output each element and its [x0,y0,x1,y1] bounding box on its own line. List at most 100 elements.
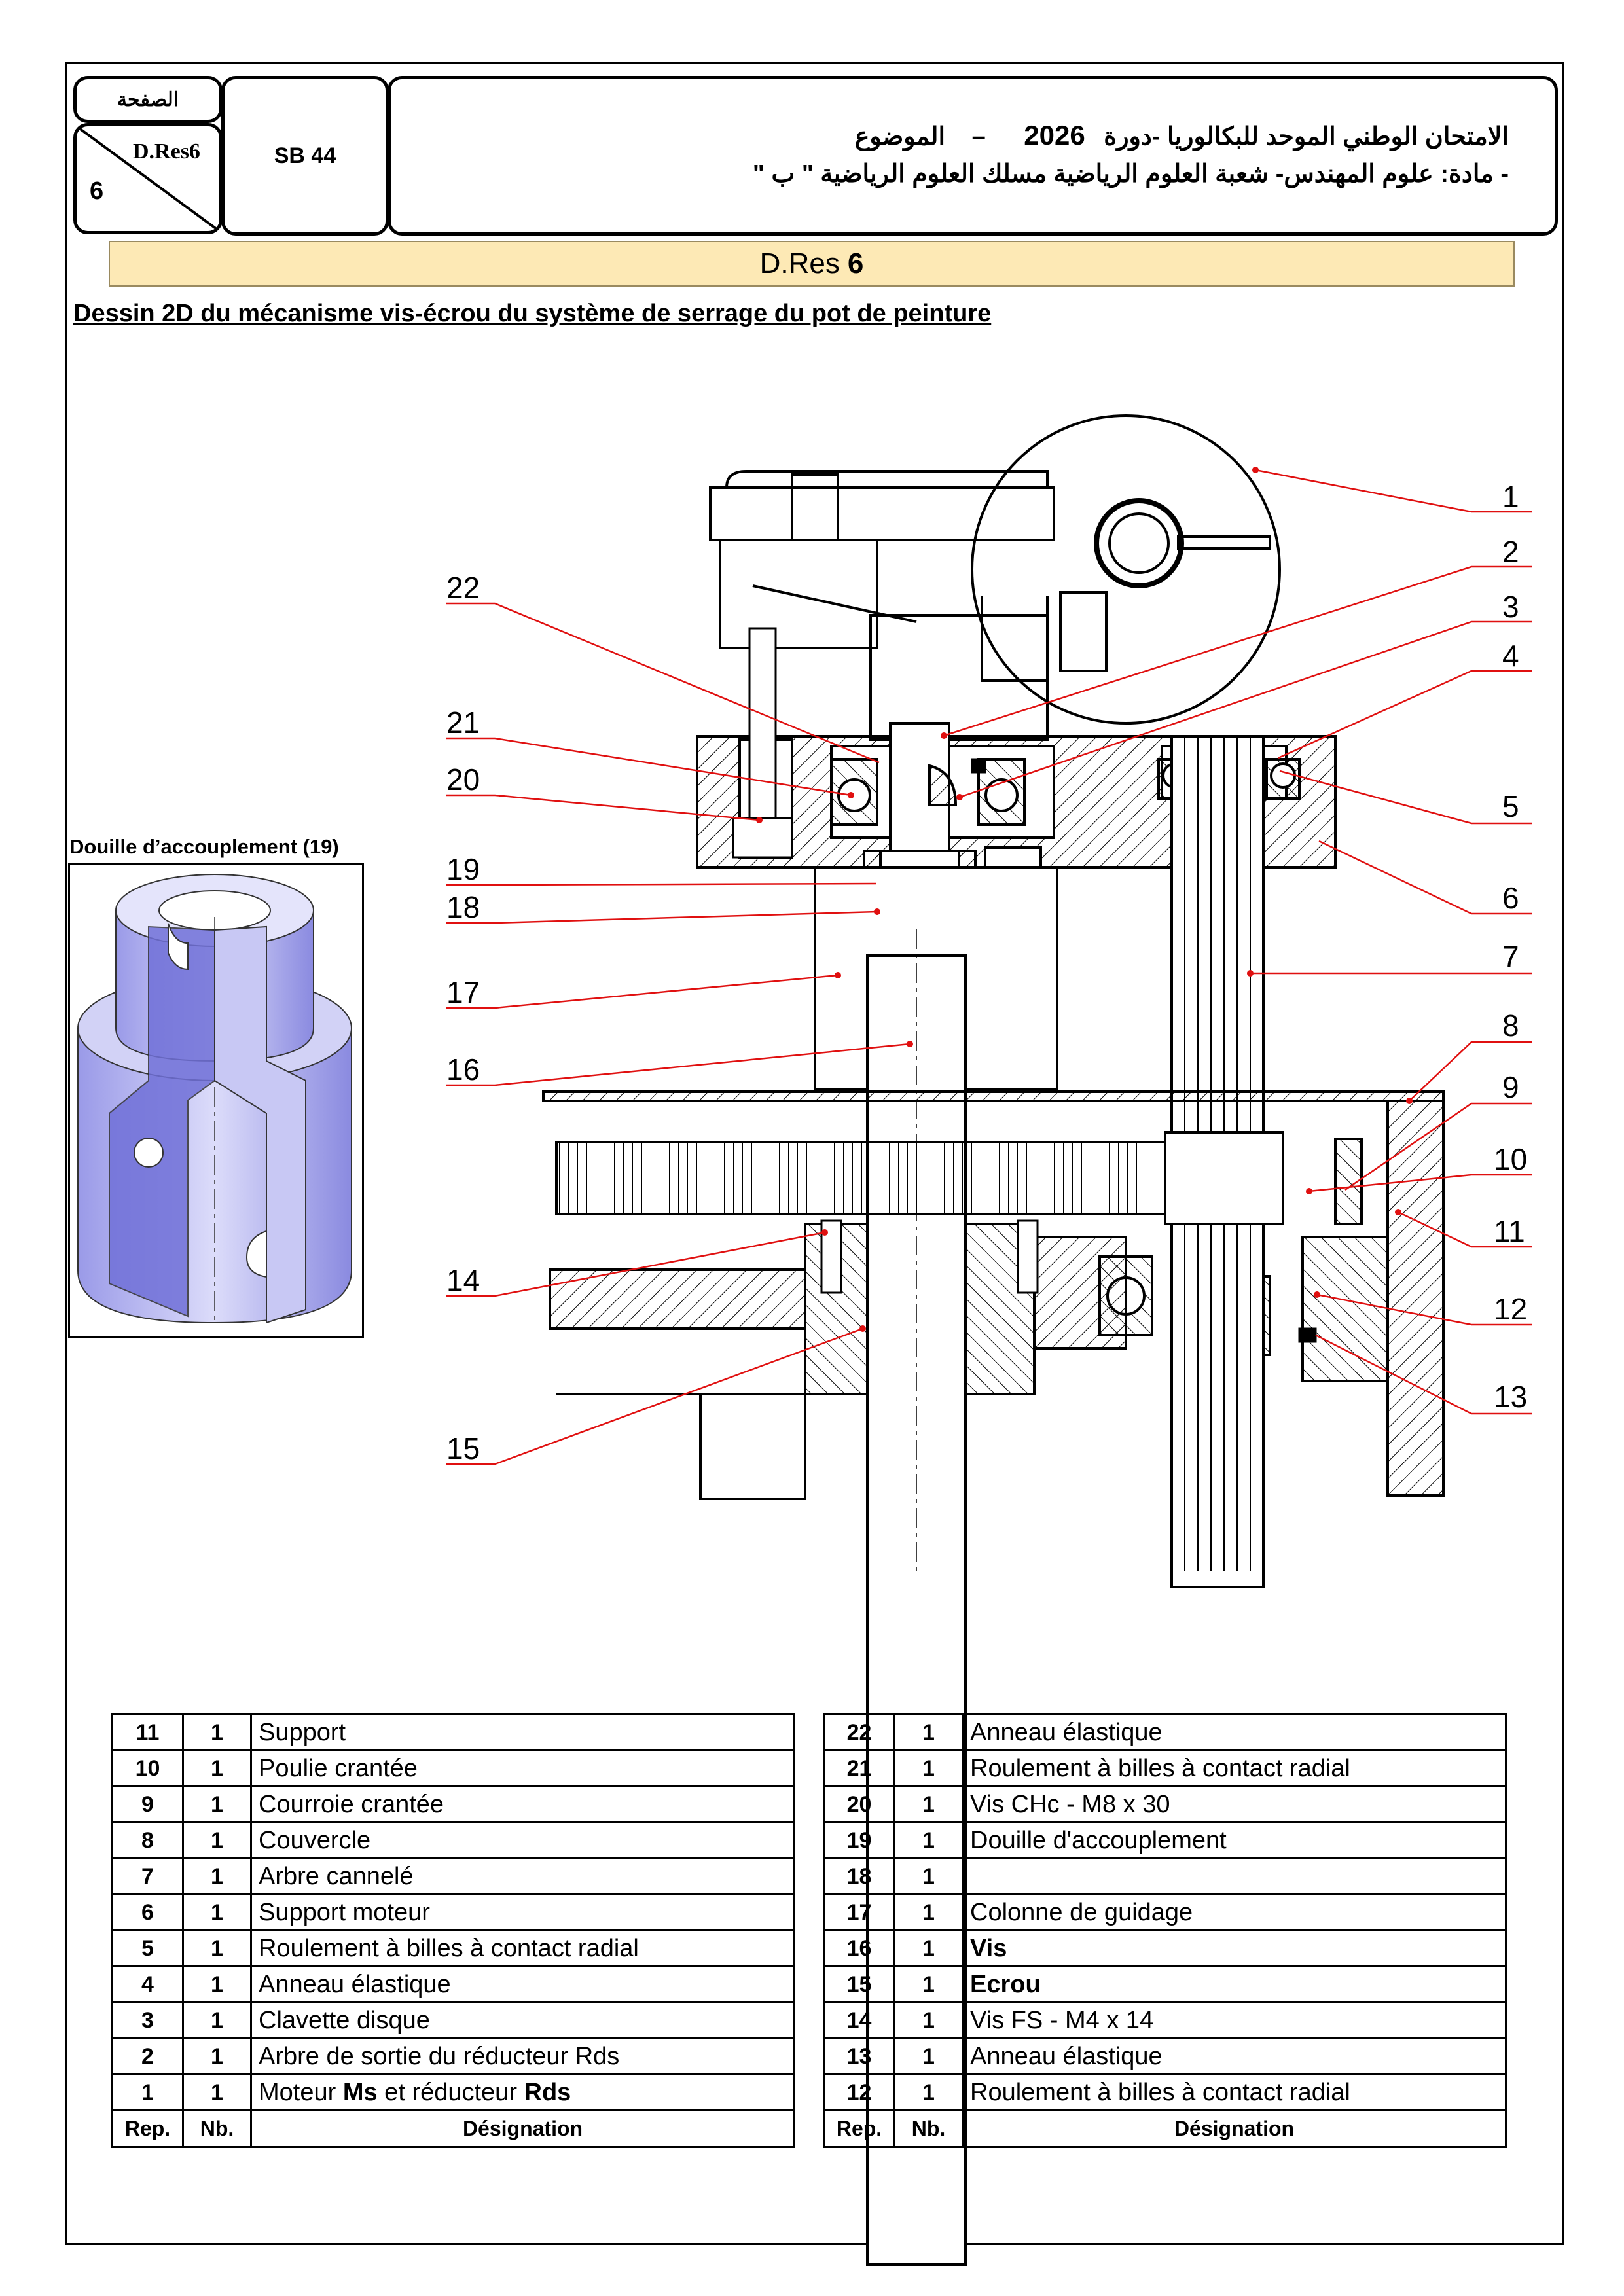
callout-15: 15 [446,1431,480,1465]
part-designation: Support [250,1713,795,1751]
callout-22: 22 [446,571,480,605]
callout-12: 12 [1494,1292,1527,1326]
part-qty: 1 [182,1893,252,1931]
callout-2: 2 [1502,535,1519,569]
table-footer-left: Rep. Nb. Désignation [111,2109,795,2148]
part-qty: 1 [182,1857,252,1895]
part-designation: Douille d'accouplement [962,1821,1507,1859]
motor-reducer [709,414,1281,741]
exam-subject-word: الموضوع [854,123,946,151]
part-rep: 10 [111,1749,184,1787]
callout-10: 10 [1494,1142,1527,1176]
page-frame [65,62,1564,2245]
exam-line: الامتحان الوطني الموحد للبكالوريا -دورة … [855,120,1509,151]
part-rep: 19 [823,1821,895,1859]
part-rep: 2 [111,2037,184,2075]
part-qty: 1 [182,2001,252,2039]
part-qty: 1 [893,1713,964,1751]
exam-title-box: الامتحان الوطني الموحد للبكالوريا -دورة … [388,76,1558,236]
part-rep: 18 [823,1857,895,1895]
footer-nb: Nb. [893,2109,964,2148]
exam-line-text: الامتحان الوطني الموحد للبكالوريا -دورة [1104,123,1509,151]
callout-11: 11 [1494,1214,1525,1248]
part-designation: Courroie crantée [250,1785,795,1823]
part-qty: 1 [182,2073,252,2111]
footer-rep: Rep. [111,2109,184,2148]
part-designation: Vis [962,1929,1507,1967]
part-qty: 1 [182,1929,252,1967]
page-count: 6 [90,177,104,205]
part-designation: Roulement à billes à contact radial [250,1929,795,1967]
part-qty: 1 [893,1965,964,2003]
exam-code: SB 44 [274,143,336,168]
callout-6: 6 [1502,881,1519,915]
part-designation: Arbre de sortie du réducteur Rds [250,2037,795,2075]
part-rep: 17 [823,1893,895,1931]
part-rep: 14 [823,2001,895,2039]
part-designation: Vis CHc - M8 x 30 [962,1785,1507,1823]
part-designation: Clavette disque [250,2001,795,2039]
part-rep: 8 [111,1821,184,1859]
part-designation: Colonne de guidage [962,1893,1507,1931]
footer-designation: Désignation [250,2109,795,2148]
callout-16: 16 [446,1052,480,1086]
part-rep: 16 [823,1929,895,1967]
douille-3d-drawing [77,874,352,1324]
callout-20: 20 [446,762,480,797]
footer-nb: Nb. [182,2109,252,2148]
designation-part: Rds [524,2078,571,2106]
callout-14: 14 [446,1263,480,1297]
page-ref-diagonal [77,126,219,231]
part-designation [962,1857,1507,1895]
exam-dash: – [971,123,986,151]
part-qty: 1 [893,1785,964,1823]
part-rep: 12 [823,2073,895,2111]
callout-9: 9 [1502,1070,1519,1104]
part-qty: 1 [182,1965,252,2003]
part-qty: 1 [893,1821,964,1859]
part-qty: 1 [182,2037,252,2075]
part-rep: 1 [111,2073,184,2111]
part-rep: 20 [823,1785,895,1823]
cover-and-support-11 [542,1090,1445,1500]
callout-numbers: 1 2 3 4 5 6 7 8 9 10 11 12 13 14 15 16 1… [446,480,1527,1465]
part-rep: 5 [111,1929,184,1967]
part-rep: 4 [111,1965,184,2003]
part-rep: 21 [823,1749,895,1787]
part-qty: 1 [182,1821,252,1859]
designation-part: Ms [342,2078,378,2106]
part-rep: 11 [111,1713,184,1751]
part-qty: 1 [182,1749,252,1787]
callout-5: 5 [1502,789,1519,823]
part-designation: Poulie crantée [250,1749,795,1787]
page-label-box: الصفحة [73,76,223,123]
callout-1: 1 [1502,480,1519,514]
footer-rep: Rep. [823,2109,895,2148]
part-rep: 7 [111,1857,184,1895]
banner-label: D.Res [759,247,840,279]
callout-4: 4 [1502,639,1519,673]
table-footer-right: Rep. Nb. Désignation [823,2109,1507,2148]
part-qty: 1 [182,1713,252,1751]
part-designation: Anneau élastique [250,1965,795,2003]
designation-part: Moteur [259,2078,343,2106]
part-designation: Arbre cannelé [250,1857,795,1895]
page-ref: D.Res6 [133,139,200,164]
part-qty: 1 [893,1857,964,1895]
part-qty: 1 [182,1785,252,1823]
douille-illustration [68,863,364,1338]
part-designation: Anneau élastique [962,2037,1507,2075]
part-designation: Support moteur [250,1893,795,1931]
